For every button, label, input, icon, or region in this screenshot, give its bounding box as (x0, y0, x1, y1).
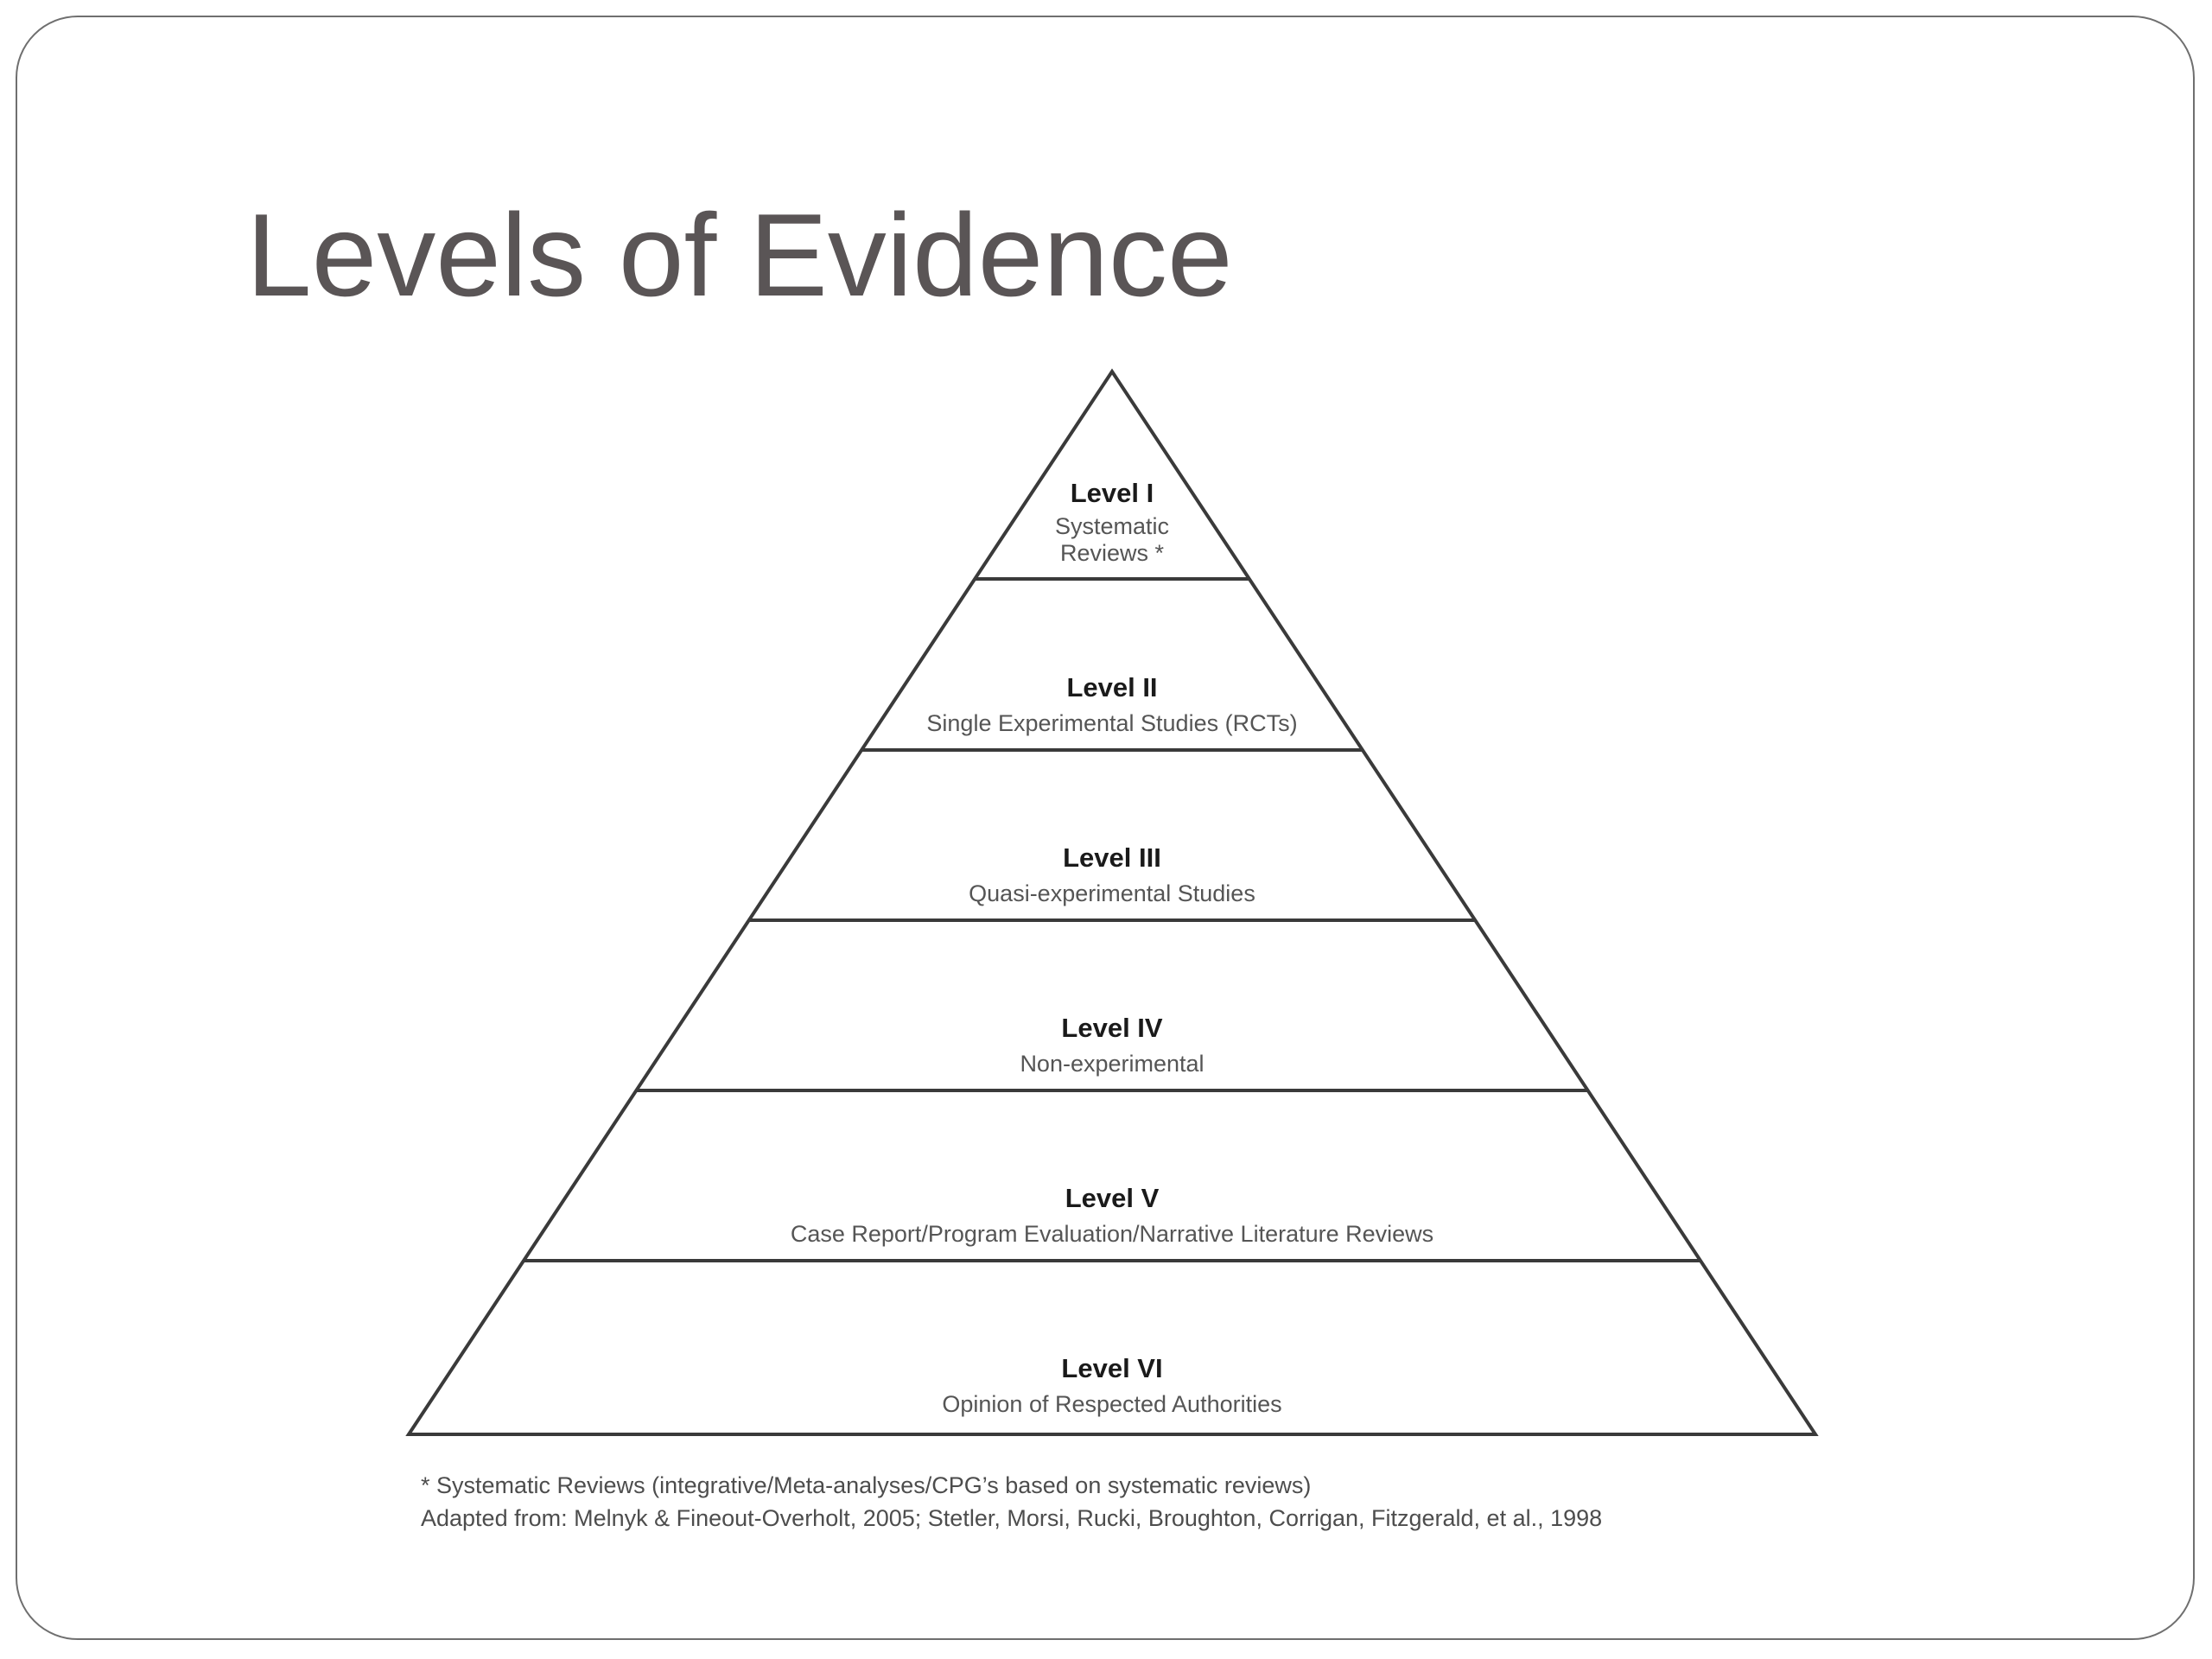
pyramid-level-4: Level IV Non-experimental (1020, 1013, 1204, 1077)
level-description: Single Experimental Studies (RCTs) (926, 710, 1297, 736)
asterisk-footnote: * Systematic Reviews (integrative/Meta-a… (421, 1472, 1312, 1498)
source-citation: Adapted from: Melnyk & Fineout-Overholt,… (421, 1505, 1603, 1531)
level-title: Level V (1065, 1183, 1160, 1213)
pyramid-level-3: Level III Quasi-experimental Studies (969, 842, 1255, 906)
pyramid-level-6: Level VI Opinion of Respected Authoritie… (942, 1353, 1281, 1417)
footnotes: * Systematic Reviews (integrative/Meta-a… (421, 1469, 1602, 1535)
pyramid-level-1: Level I Systematic Reviews * (1055, 478, 1169, 566)
level-description: Reviews * (1060, 540, 1165, 566)
pyramid-outline (405, 368, 1819, 1436)
slide-frame (16, 16, 2195, 1640)
level-description: Non-experimental (1020, 1051, 1204, 1077)
level-description: Systematic (1055, 513, 1169, 539)
level-description: Case Report/Program Evaluation/Narrative… (791, 1221, 1433, 1247)
level-description: Opinion of Respected Authorities (942, 1391, 1281, 1417)
pyramid-level-2: Level II Single Experimental Studies (RC… (926, 672, 1297, 736)
level-title: Level I (1071, 478, 1154, 508)
level-title: Level IV (1061, 1013, 1162, 1043)
level-description: Quasi-experimental Studies (969, 880, 1255, 906)
level-title: Level III (1063, 842, 1161, 873)
level-title: Level II (1066, 672, 1157, 702)
slide-title: Levels of Evidence (246, 189, 1233, 321)
level-title: Level VI (1061, 1353, 1162, 1383)
pyramid-level-5: Level V Case Report/Program Evaluation/N… (791, 1183, 1433, 1247)
